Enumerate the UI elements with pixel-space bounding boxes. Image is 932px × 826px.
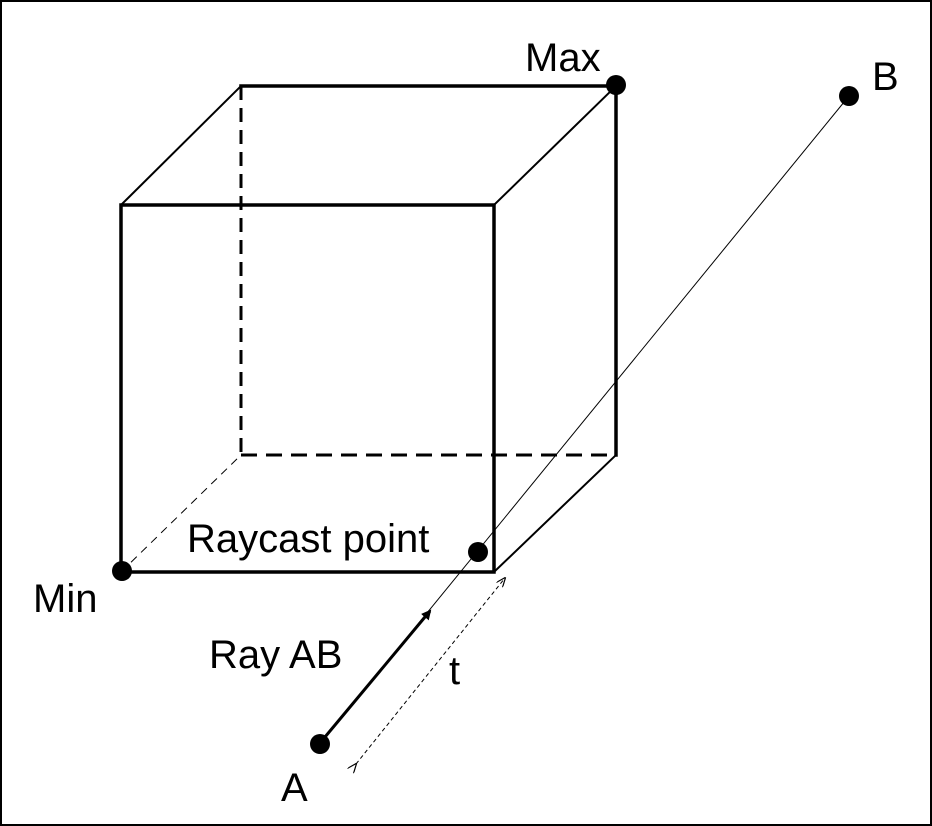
a-point (310, 734, 330, 754)
max-label: Max (525, 36, 601, 80)
raycast-point (468, 542, 488, 562)
raycast-point-label: Raycast point (187, 517, 429, 561)
min-point (112, 561, 132, 581)
b-label: B (872, 55, 899, 99)
b-point (839, 86, 859, 106)
t-distance-arrow (356, 578, 505, 764)
max-point (606, 75, 626, 95)
cube-hidden-edges (120, 86, 616, 573)
cube-top-right-diagonal (492, 84, 618, 207)
cube-visible-edges (119, 84, 618, 574)
min-label: Min (33, 577, 97, 621)
cube-bottom-right-diagonal (492, 453, 618, 574)
a-label: A (281, 766, 308, 810)
ray-ab-label: Ray AB (209, 633, 342, 677)
t-label: t (449, 649, 460, 693)
cube-top-left-diagonal (119, 84, 243, 207)
cube-front-face (119, 203, 496, 574)
